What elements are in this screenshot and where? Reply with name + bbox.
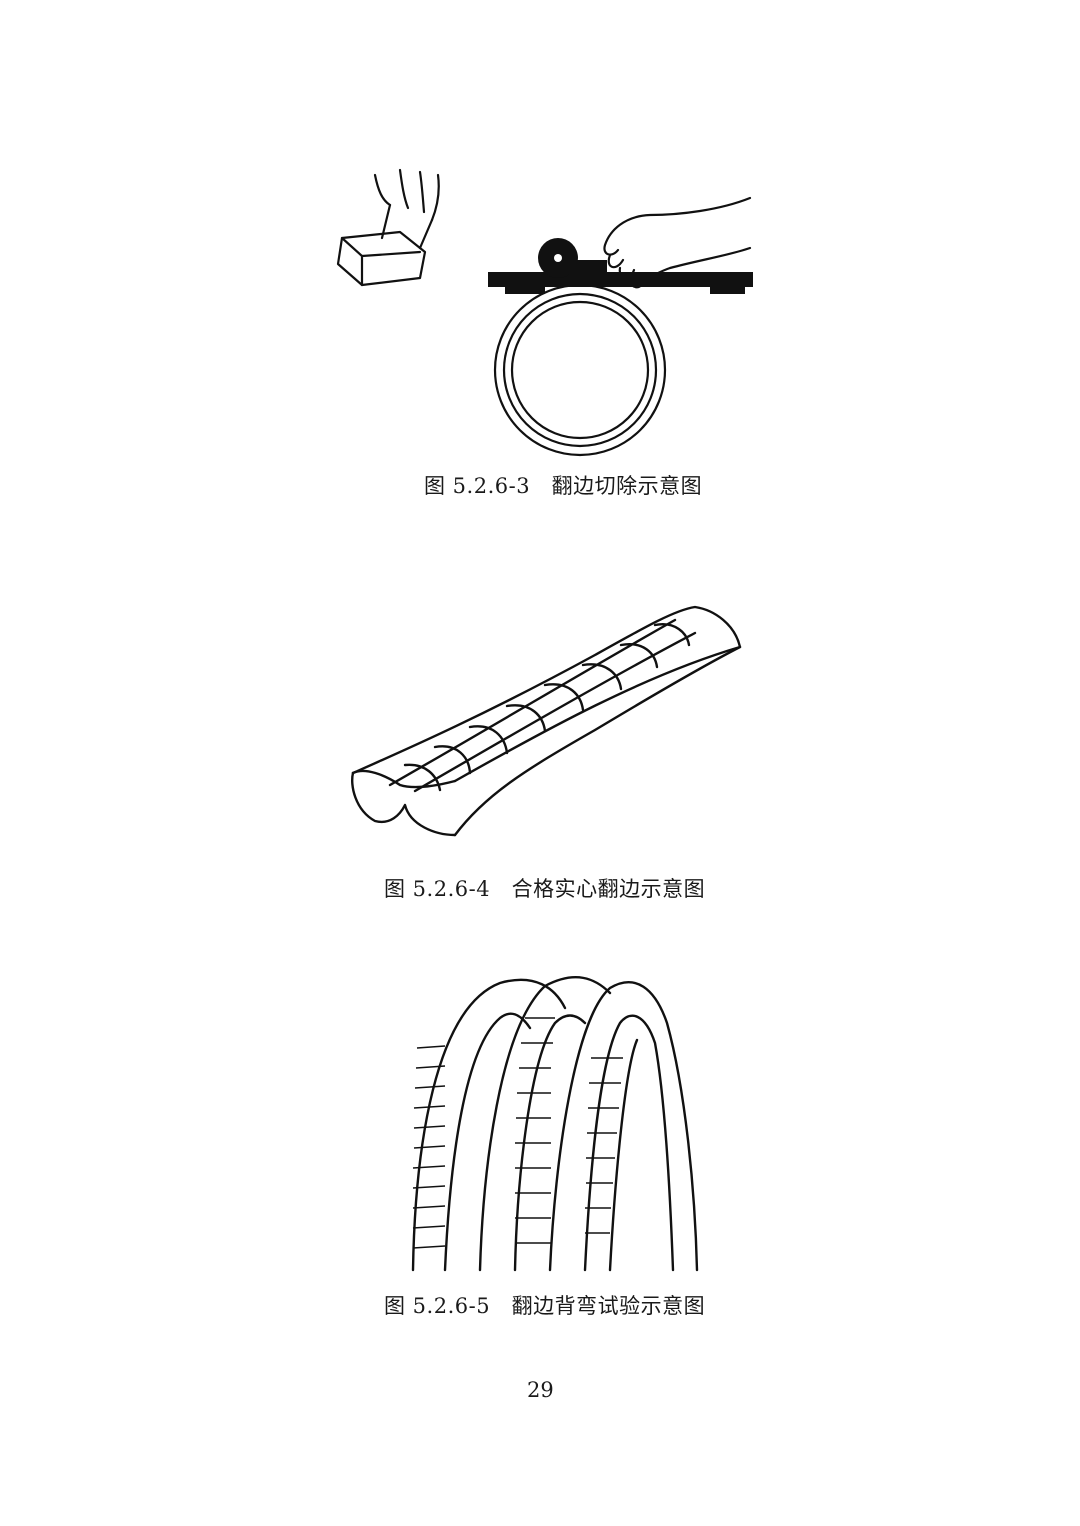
page-number: 29 xyxy=(527,1378,554,1402)
bead-removal-illustration xyxy=(336,168,753,457)
figure-3 xyxy=(405,968,705,1273)
back-bend-illustration xyxy=(411,976,699,1272)
figure-1-caption: 图 5.2.6-3 翻边切除示意图 xyxy=(424,474,703,498)
figure-3-caption: 图 5.2.6-5 翻边背弯试验示意图 xyxy=(384,1294,706,1318)
figure-1 xyxy=(320,160,770,470)
figure-2-caption: 图 5.2.6-4 合格实心翻边示意图 xyxy=(384,877,706,901)
solid-bead-illustration xyxy=(351,605,742,837)
figure-2 xyxy=(345,585,745,845)
